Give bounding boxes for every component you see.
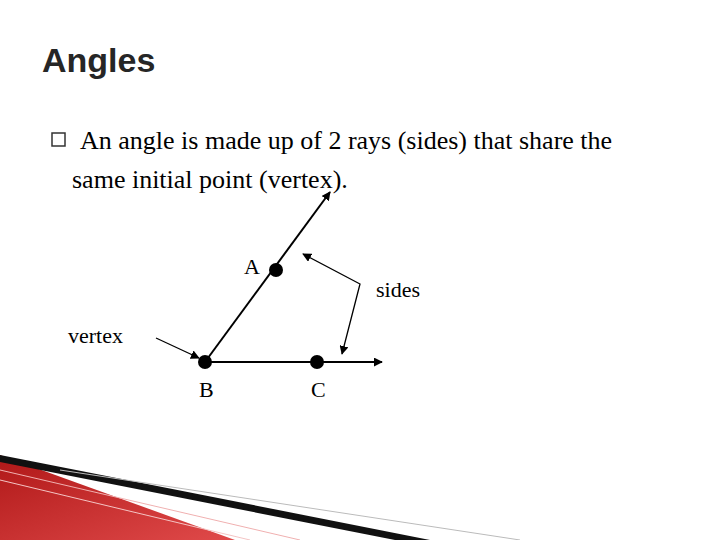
leader-line (303, 254, 360, 354)
corner-decoration (0, 455, 520, 540)
body-text: An angle is made up of 2 rays (sides) th… (72, 121, 672, 199)
callout-label: vertex (68, 323, 123, 349)
callout-label: sides (376, 277, 420, 303)
slide-title: Angles (42, 40, 155, 80)
ray (205, 361, 382, 363)
ray (205, 192, 330, 362)
point-dot (269, 263, 283, 277)
point-dot (198, 355, 212, 369)
bullet-box (52, 133, 65, 146)
leader-line (156, 338, 199, 358)
point-label: C (311, 377, 326, 403)
point-dot (310, 355, 324, 369)
point-label: B (199, 377, 214, 403)
point-label: A (244, 254, 260, 280)
